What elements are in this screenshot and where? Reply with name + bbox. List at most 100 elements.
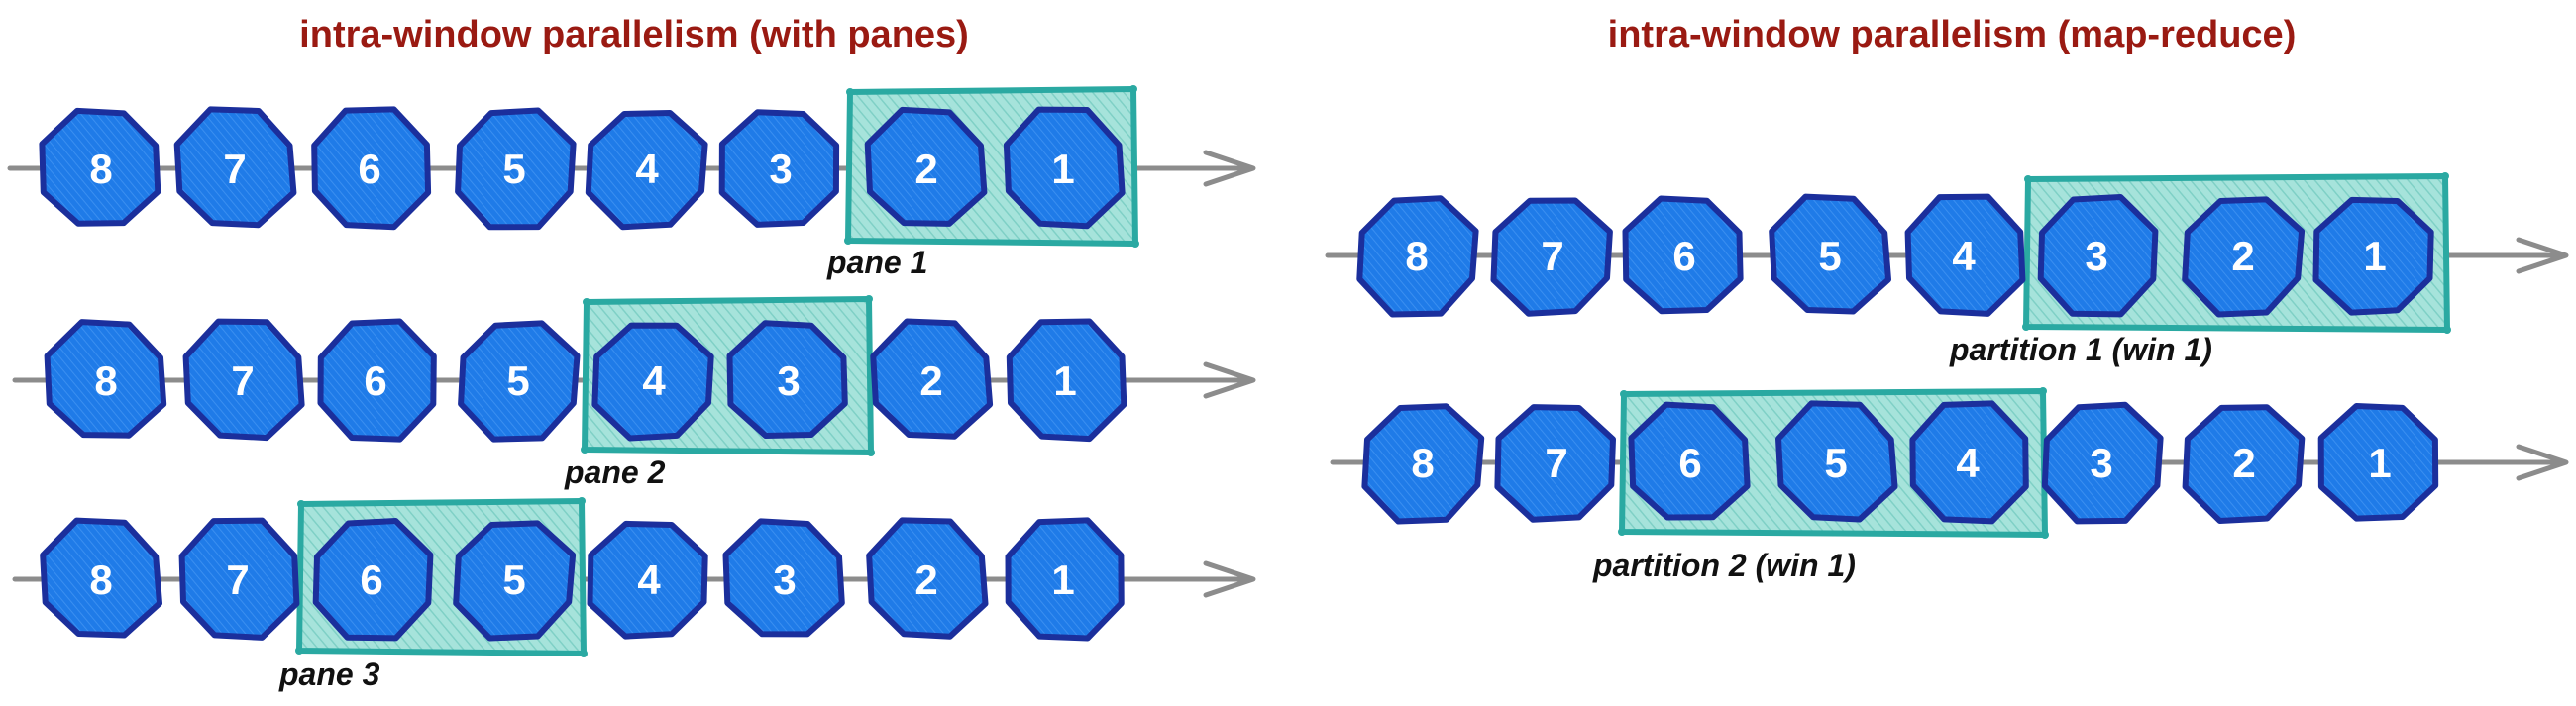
octagon-icon: 5 (458, 320, 581, 443)
node-shape (591, 322, 714, 442)
node-label: 7 (231, 357, 254, 404)
node-label: 2 (2232, 440, 2255, 486)
window-label: pane 2 (564, 454, 666, 490)
node-shape (182, 318, 305, 442)
node-shape (726, 320, 848, 439)
node-label: 8 (89, 556, 112, 603)
arrow-right-icon (2516, 237, 2569, 274)
octagon-icon: 7 (1490, 197, 1613, 317)
node-shape (2312, 196, 2434, 316)
node-shape (44, 319, 167, 439)
window-corner (2024, 175, 2032, 183)
node-label: 7 (226, 556, 249, 603)
octagon-icon: 2 (870, 318, 994, 440)
node-label: 8 (1411, 440, 1434, 486)
node-label: 2 (914, 556, 937, 603)
octagon-icon: 1 (2317, 403, 2439, 522)
window-corner (2022, 323, 2030, 331)
node-shape (718, 109, 840, 228)
node-label: 1 (1051, 556, 1074, 603)
window-corner (1620, 390, 1628, 398)
node-shape (458, 320, 581, 443)
octagon-icon: 1 (2312, 196, 2434, 316)
octagon-icon: 8 (1361, 403, 1485, 525)
node-shape (173, 106, 297, 229)
node-label: 8 (94, 357, 117, 404)
octagon-icon: 1 (1005, 517, 1125, 642)
node-shape (1006, 318, 1127, 443)
arrow-right-icon (1203, 150, 1256, 187)
node-shape (722, 518, 845, 638)
node-label: 8 (1405, 233, 1428, 279)
window-label: pane 3 (278, 656, 380, 692)
octagon-icon: 3 (2041, 401, 2164, 525)
node-label: 6 (1672, 233, 1695, 279)
octagon-icon: 3 (726, 320, 848, 439)
window-corner (844, 237, 852, 245)
window-corner (1131, 240, 1139, 248)
node-shape (864, 106, 988, 227)
node-label: 8 (89, 146, 112, 192)
node-label: 5 (1818, 233, 1841, 279)
window-corner (2443, 326, 2451, 334)
node-shape (1622, 195, 1744, 315)
node-label: 1 (2368, 440, 2391, 486)
window-corner (1129, 85, 1137, 93)
octagon-icon: 8 (40, 517, 162, 639)
node-shape (2041, 401, 2164, 525)
arrow-right-icon (1203, 560, 1256, 598)
panel-title: intra-window parallelism (with panes) (299, 14, 969, 55)
octagon-icon: 7 (173, 106, 297, 229)
octagon-icon: 7 (178, 517, 300, 641)
octagon-icon: 5 (453, 520, 577, 642)
octagon-icon: 4 (591, 322, 714, 442)
octagon-icon: 5 (1775, 400, 1898, 523)
node-shape (866, 517, 989, 640)
node-shape (1909, 400, 2029, 525)
node-shape (1628, 401, 1751, 521)
octagon-icon: 4 (1904, 193, 2026, 317)
node-shape (39, 107, 161, 227)
octagon-icon: 6 (312, 518, 434, 642)
node-label: 5 (502, 146, 525, 192)
node-label: 3 (773, 556, 796, 603)
octagon-icon: 3 (722, 518, 845, 638)
window-label: partition 2 (win 1) (1592, 548, 1856, 583)
node-shape (1003, 106, 1126, 230)
window-corner (865, 295, 873, 303)
node-shape (178, 517, 300, 641)
node-shape (1005, 517, 1125, 642)
octagon-icon: 1 (1003, 106, 1126, 230)
node-label: 3 (777, 357, 800, 404)
node-shape (1775, 400, 1898, 523)
window-label: pane 1 (826, 245, 927, 280)
node-label: 6 (360, 556, 382, 603)
node-label: 4 (637, 556, 661, 603)
node-label: 5 (506, 357, 529, 404)
node-shape (40, 517, 162, 639)
window-corner (295, 647, 303, 655)
node-label: 7 (1541, 233, 1563, 279)
octagon-icon: 8 (39, 107, 161, 227)
node-label: 5 (502, 556, 525, 603)
window-corner (1618, 528, 1626, 536)
octagon-icon: 2 (866, 517, 989, 640)
window-corner (2041, 531, 2049, 539)
node-shape (585, 110, 708, 231)
window-corner (578, 497, 586, 505)
node-label: 2 (2231, 233, 2254, 279)
node-shape (870, 318, 994, 440)
window-corner (580, 650, 588, 657)
node-label: 5 (1824, 440, 1847, 486)
node-shape (453, 520, 577, 642)
node-label: 1 (1051, 146, 1074, 192)
node-label: 6 (364, 357, 386, 404)
octagon-icon: 8 (1356, 195, 1479, 318)
octagon-icon: 6 (1628, 401, 1751, 521)
octagon-icon: 5 (455, 107, 577, 231)
node-label: 6 (1678, 440, 1701, 486)
node-label: 3 (2090, 440, 2112, 486)
